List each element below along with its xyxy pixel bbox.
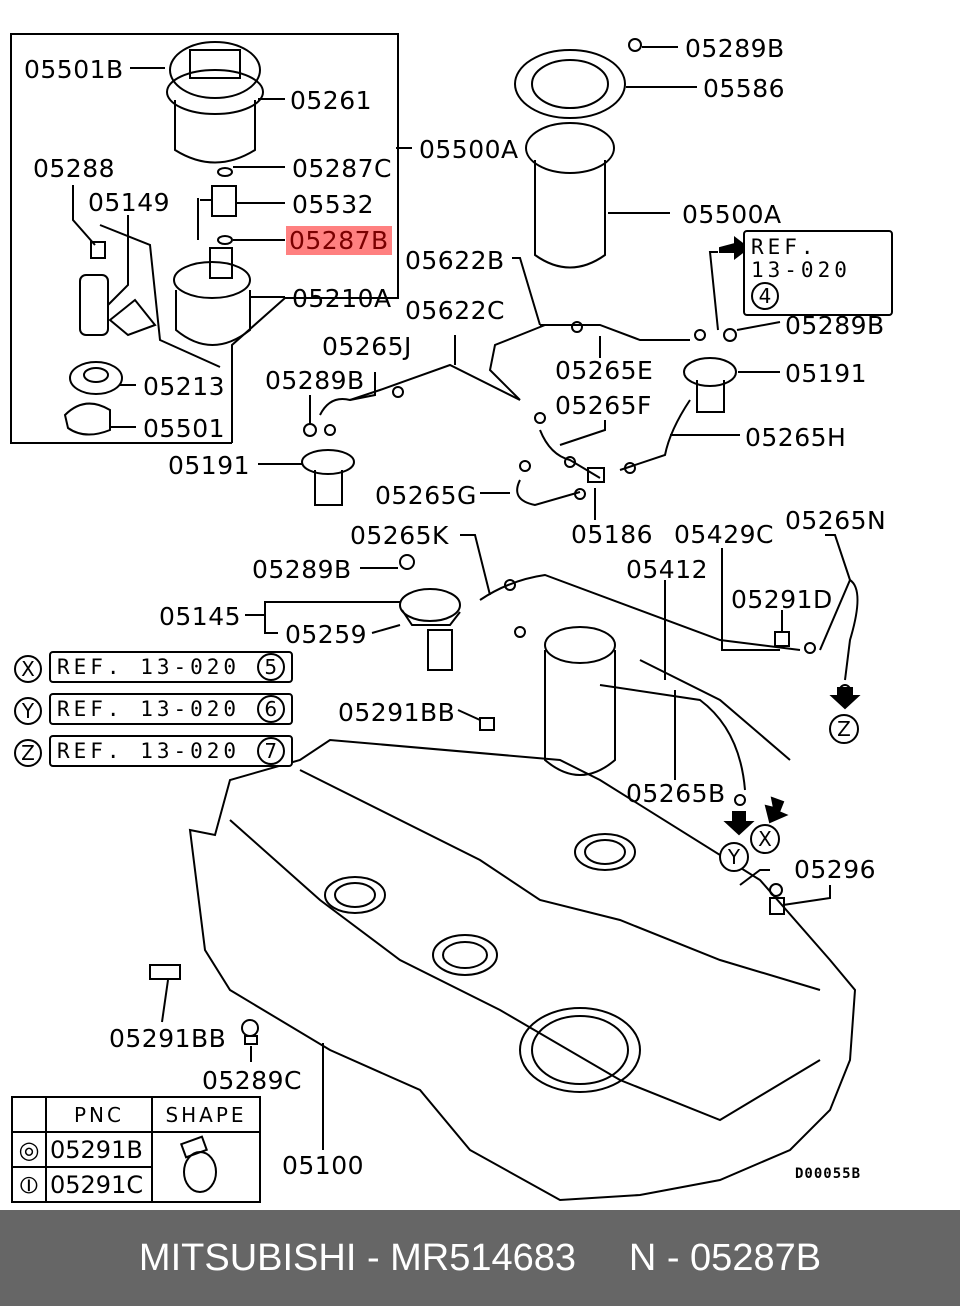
part-label-05287C[interactable]: 05287C xyxy=(292,154,392,183)
part-label-05191[interactable]: 05191 xyxy=(168,451,251,480)
part-label-05149[interactable]: 05149 xyxy=(88,188,171,217)
part-label-05261[interactable]: 05261 xyxy=(290,86,373,115)
part-label-05265K[interactable]: 05265K xyxy=(350,521,449,550)
part-label-05622B[interactable]: 05622B xyxy=(405,246,505,275)
part-label-05500A-group[interactable]: 05500A xyxy=(419,135,519,164)
clip-icon xyxy=(149,964,181,980)
ref-number: 4 xyxy=(751,282,779,311)
part-label-05296[interactable]: 05296 xyxy=(794,855,877,884)
part-label-05412[interactable]: 05412 xyxy=(626,555,709,584)
fuel-pump-motor-icon xyxy=(79,241,157,337)
drawing-code: D00055B xyxy=(795,1166,862,1182)
filler-neck-icon xyxy=(683,357,737,413)
pnc-cell[interactable]: 05291B xyxy=(45,1131,153,1168)
part-label-05265J[interactable]: 05265J xyxy=(322,332,412,361)
clip-icon xyxy=(63,402,111,436)
part-label-05265G[interactable]: 05265G xyxy=(375,481,477,510)
drain-plug-icon xyxy=(769,883,785,915)
marker-z: Z xyxy=(14,739,42,767)
part-label-05145[interactable]: 05145 xyxy=(159,602,242,631)
part-label-05213[interactable]: 05213 xyxy=(143,372,226,401)
part-label-05289B[interactable]: 05289B xyxy=(252,555,352,584)
part-label-05186[interactable]: 05186 xyxy=(571,520,654,549)
canister-icon xyxy=(544,626,616,776)
ref-number: 5 xyxy=(256,653,285,681)
ref-code: 13-020 xyxy=(751,258,851,283)
part-label-05291BB[interactable]: 05291BB xyxy=(338,698,456,727)
check-valve-icon xyxy=(587,467,605,483)
pump-flange-icon xyxy=(166,41,264,164)
part-label-05287B-highlighted[interactable]: 05287B xyxy=(286,226,392,255)
part-label-05259[interactable]: 05259 xyxy=(285,620,368,649)
ref-number: 6 xyxy=(256,695,285,723)
arrow-down-icon xyxy=(723,811,755,836)
arrow-marker-y: Y xyxy=(719,842,749,872)
pressure-regulator-icon xyxy=(197,185,237,240)
plug-icon xyxy=(241,1019,259,1045)
ref-code: REF. 13-020 xyxy=(57,697,241,721)
part-label-05429C[interactable]: 05429C xyxy=(674,520,774,549)
arrow-down-icon xyxy=(764,796,789,824)
ref-box-6[interactable]: REF. 13-020 6 xyxy=(49,693,293,725)
part-label-05289C[interactable]: 05289C xyxy=(202,1066,302,1095)
ref-code: REF. 13-020 xyxy=(57,655,241,679)
part-label-05265N[interactable]: 05265N xyxy=(785,506,887,535)
ref-label: REF. xyxy=(751,235,818,259)
part-label-05289B[interactable]: 05289B xyxy=(685,34,785,63)
part-label-05291D[interactable]: 05291D xyxy=(731,585,833,614)
table-header-blank xyxy=(11,1096,47,1133)
fuel-gauge-unit-icon xyxy=(399,588,461,671)
table-row: ⦶ 05291C xyxy=(11,1166,260,1203)
part-label-05100[interactable]: 05100 xyxy=(282,1151,365,1180)
part-label-05289B[interactable]: 05289B xyxy=(265,366,365,395)
part-label-05265E[interactable]: 05265E xyxy=(555,356,654,385)
part-label-05291BB[interactable]: 05291BB xyxy=(109,1024,227,1053)
symbol-double-circle-icon: ◎ xyxy=(11,1131,47,1168)
part-label-05191[interactable]: 05191 xyxy=(785,359,868,388)
arrow-marker-x: X xyxy=(750,824,780,854)
parts-diagram: 05501B 05261 05288 05287C 05500A 05149 0… xyxy=(10,33,893,1203)
footer-part-info: MITSUBISHI - MR514683 N - 05287B xyxy=(138,1236,822,1279)
arrow-down-icon xyxy=(829,687,861,710)
footer-bar: MITSUBISHI - MR514683 N - 05287B xyxy=(0,1210,960,1306)
fuel-pump-icon xyxy=(525,122,615,269)
part-label-05532[interactable]: 05532 xyxy=(292,190,375,219)
part-label-05501B[interactable]: 05501B xyxy=(24,55,124,84)
part-label-05586[interactable]: 05586 xyxy=(703,74,786,103)
diagram-drawing xyxy=(10,33,861,1202)
part-label-05265B[interactable]: 05265B xyxy=(626,779,726,808)
part-label-05501[interactable]: 05501 xyxy=(143,414,226,443)
symbol-circle-bar-icon: ⦶ xyxy=(11,1166,47,1203)
filler-neck-icon xyxy=(301,449,355,506)
part-label-05288[interactable]: 05288 xyxy=(33,154,116,183)
clip-icon xyxy=(479,717,495,731)
ref-code: REF. 13-020 xyxy=(57,739,241,763)
ref-box-7[interactable]: REF. 13-020 7 xyxy=(49,735,293,767)
part-label-05500A[interactable]: 05500A xyxy=(682,200,782,229)
marker-y: Y xyxy=(14,697,42,725)
part-label-05622C[interactable]: 05622C xyxy=(405,296,505,325)
table-row: ◎ 05291B xyxy=(11,1131,261,1203)
marker-x: X xyxy=(14,655,42,683)
arrow-icon xyxy=(719,235,750,261)
table-header-pnc: PNC xyxy=(45,1096,153,1133)
fuel-tank-icon xyxy=(188,738,857,1202)
table-header-shape: SHAPE xyxy=(151,1096,261,1133)
pnc-shape-table: PNC SHAPE ◎ 05291B ⦶ 05291C xyxy=(11,1096,261,1203)
retainer-icon xyxy=(69,361,123,395)
part-label-05210A[interactable]: 05210A xyxy=(292,284,392,313)
ref-number: 7 xyxy=(256,737,285,765)
ref-box-5[interactable]: REF. 13-020 5 xyxy=(49,651,293,683)
part-label-05289B[interactable]: 05289B xyxy=(785,311,885,340)
part-label-05265H[interactable]: 05265H xyxy=(745,423,847,452)
clip-icon xyxy=(774,631,790,647)
shape-cell xyxy=(151,1131,261,1203)
lock-ring-icon xyxy=(514,49,626,119)
part-label-05265F[interactable]: 05265F xyxy=(555,391,652,420)
fuel-filter-icon xyxy=(173,247,251,346)
ref-box-4[interactable]: REF. 13-020 4 xyxy=(743,230,893,317)
arrow-marker-z: Z xyxy=(829,714,859,744)
pnc-cell[interactable]: 05291C xyxy=(45,1166,153,1203)
